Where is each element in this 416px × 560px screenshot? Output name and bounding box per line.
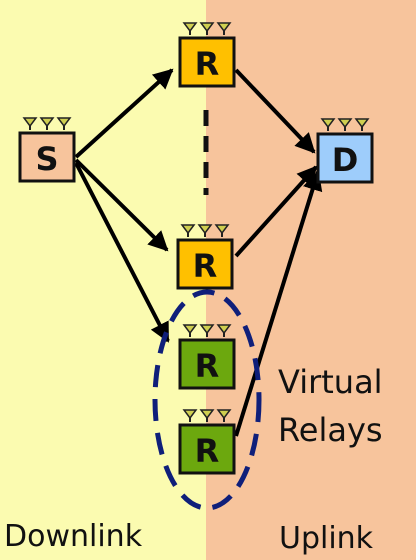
relay-mid-label: R	[193, 247, 218, 285]
virtual-relay-1-box	[178, 338, 236, 390]
downlink-label: Downlink	[4, 519, 143, 554]
virtual-relays-label-line2: Relays	[278, 411, 383, 449]
virtual-relays-group-ellipse	[152, 289, 262, 511]
source-node: S	[18, 117, 76, 183]
virtual-relay-1-node: R	[178, 324, 236, 390]
arrow-s-to-virtual-relay-1	[74, 162, 170, 343]
source-box	[18, 131, 76, 183]
source-label: S	[35, 140, 58, 178]
relay-top-node: R	[178, 22, 236, 88]
arrow-s-to-relay-top	[74, 68, 174, 159]
virtual-relay-2-label: R	[195, 432, 220, 470]
links	[74, 68, 323, 437]
virtual-relays-label-line1: Virtual	[278, 363, 383, 401]
uplink-label: Uplink	[279, 521, 374, 556]
destination-box	[316, 132, 374, 184]
virtual-relay-1-label: R	[195, 347, 220, 385]
arrow-s-to-relay-mid	[74, 158, 169, 252]
downlink-zone	[0, 0, 206, 560]
arrow-relay-mid-to-d	[234, 165, 318, 258]
virtual-relay-2-box	[178, 423, 236, 475]
relay-mid-node: R	[176, 224, 234, 290]
relay-mid-box	[176, 238, 234, 290]
arrow-relay-top-to-d	[234, 68, 316, 154]
virtual-relay-2-node: R	[178, 409, 236, 475]
destination-label: D	[332, 141, 359, 179]
relay-top-label: R	[195, 45, 220, 83]
relay-top-box	[178, 36, 236, 88]
uplink-zone	[206, 0, 416, 560]
destination-node: D	[316, 118, 374, 184]
arrow-virtual-relay-2-to-d	[234, 170, 323, 437]
